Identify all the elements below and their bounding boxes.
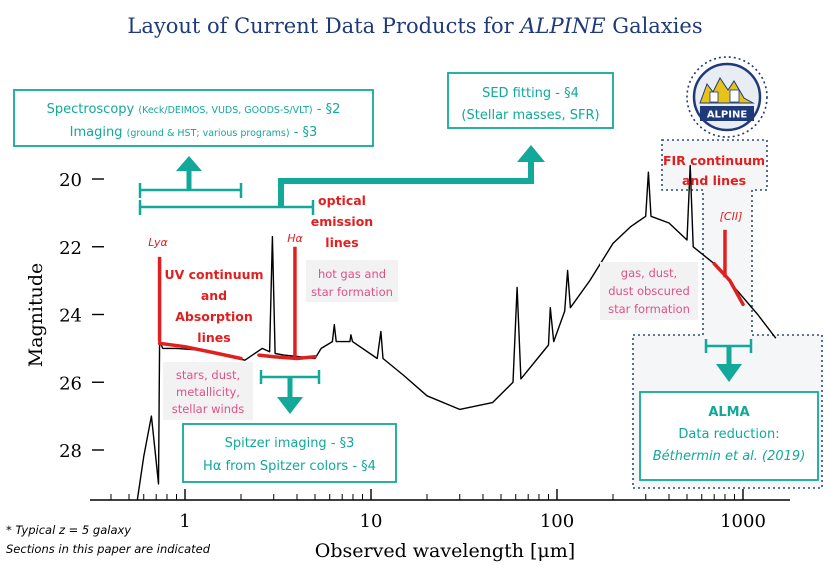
- svg-text:FIR continuum: FIR continuum: [663, 153, 765, 168]
- svg-text:dust obscured: dust obscured: [608, 284, 690, 298]
- lya-label: Lyα: [148, 236, 168, 249]
- svg-text:stars, dust,: stars, dust,: [176, 368, 240, 382]
- uv-label: UV continuum and Absorption lines: [164, 267, 263, 345]
- spitzer-line-2: Hα from Spitzer colors - §4: [203, 459, 376, 474]
- y-tick-label: 22: [59, 238, 82, 259]
- spitzer-arrow-head: [277, 397, 303, 414]
- spitzer-box: [182, 423, 397, 483]
- imaging-range-bracket: [138, 200, 315, 215]
- sed-arrow-shaft: [278, 160, 534, 207]
- y-axis-label: Magnitude: [25, 263, 47, 368]
- svg-text:lines: lines: [197, 330, 230, 345]
- spectroscopy-line: Spectroscopy (Keck/DEIMOS, VUDS, GOODS-S…: [47, 102, 341, 117]
- gasdust-note: gas, dust, dust obscured star formation: [608, 266, 690, 316]
- hotgas-note: hot gas and star formation: [311, 267, 393, 299]
- optical-label: optical emission lines: [311, 193, 373, 250]
- svg-text:optical: optical: [318, 193, 366, 208]
- spectro-arrow-head: [176, 156, 202, 171]
- stars-note: stars, dust, metallicity, stellar winds: [172, 368, 245, 416]
- y-tick-label: 28: [59, 441, 82, 462]
- y-tick-label: 24: [59, 306, 82, 327]
- svg-text:Absorption: Absorption: [175, 309, 253, 324]
- alpine-logo-text: ALPINE: [707, 110, 748, 121]
- svg-text:star formation: star formation: [311, 285, 393, 299]
- spitzer-line-1: Spitzer imaging - §3: [225, 436, 355, 451]
- footnote-typical-galaxy: * Typical z = 5 galaxy: [6, 523, 131, 537]
- alma-line-2: Data reduction:: [678, 427, 779, 442]
- x-tick-label: 1000: [720, 511, 766, 532]
- fir-label: FIR continuum and lines: [663, 153, 765, 188]
- alma-arrow-head: [716, 364, 742, 382]
- ha-label: Hα: [287, 232, 303, 245]
- cii-label: [CII]: [720, 210, 743, 223]
- svg-text:lines: lines: [325, 235, 358, 250]
- svg-text:metallicity,: metallicity,: [176, 385, 240, 399]
- svg-text:hot gas and: hot gas and: [318, 267, 386, 281]
- alma-citation: Béthermin et al. (2019): [653, 449, 806, 464]
- stars-note-bg: [163, 362, 253, 420]
- svg-text:emission: emission: [311, 214, 373, 229]
- svg-text:star formation: star formation: [608, 302, 690, 316]
- svg-text:and: and: [201, 288, 227, 303]
- svg-text:stellar winds: stellar winds: [172, 402, 245, 416]
- svg-text:and lines: and lines: [682, 173, 746, 188]
- y-tick-labels: 20 22 24 26 28: [59, 170, 82, 462]
- alpine-logo: ALPINE: [686, 56, 768, 138]
- svg-text:UV continuum: UV continuum: [164, 267, 263, 282]
- optical-continuum-highlight: [257, 353, 317, 361]
- figure-title: Layout of Current Data Products for ALPI…: [127, 14, 702, 38]
- alma-box: [639, 391, 819, 481]
- uv-continuum-highlight: [157, 341, 243, 361]
- sed-arrow-head: [517, 145, 545, 162]
- sed-line-2: (Stellar masses, SFR): [461, 108, 599, 123]
- sed-line-1: SED fitting - §4: [482, 86, 579, 101]
- x-tick-label: 100: [540, 511, 574, 532]
- svg-text:gas, dust,: gas, dust,: [621, 266, 677, 280]
- imaging-line: Imaging (ground & HST; various programs)…: [70, 125, 318, 140]
- x-tick-labels: 1 10 100 1000: [179, 511, 766, 532]
- hotgas-note-bg: [306, 260, 398, 302]
- x-axis-label: Observed wavelength [μm]: [315, 540, 575, 562]
- sed-fitting-box: [447, 72, 614, 129]
- x-tick-label: 1: [179, 511, 190, 532]
- y-tick-label: 20: [59, 170, 82, 191]
- teal-connectors: [138, 145, 753, 414]
- fir-continuum-highlight: [712, 261, 745, 307]
- gasdust-note-bg: [600, 262, 698, 320]
- alma-title: ALMA: [708, 405, 749, 420]
- footnote-sections: Sections in this paper are indicated: [6, 542, 211, 556]
- spectroscopy-imaging-box: [13, 89, 374, 147]
- y-ticks: [92, 178, 104, 451]
- y-tick-label: 26: [59, 373, 82, 394]
- x-tick-label: 10: [360, 511, 383, 532]
- x-ticks: [110, 489, 744, 500]
